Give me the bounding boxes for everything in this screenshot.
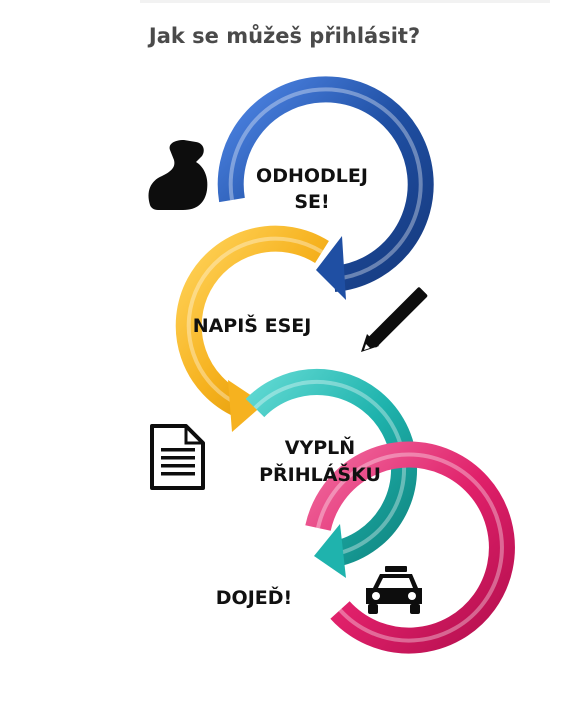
step-1-label-line-2: SE! xyxy=(294,191,329,213)
step-3-label-line-1: VYPLŇ xyxy=(285,436,355,459)
page-title: Jak se můžeš přihlásit? xyxy=(148,24,421,48)
taxi-icon xyxy=(366,566,422,614)
step-3-arrow xyxy=(245,368,418,578)
step-1-label-line-1: ODHODLEJ xyxy=(256,165,368,187)
top-divider xyxy=(140,0,550,3)
step-2-label: NAPIŠ ESEJ xyxy=(193,313,312,337)
step-3-label-line-2: PŘIHLÁŠKU xyxy=(259,462,381,486)
pencil-icon xyxy=(361,287,428,352)
document-icon xyxy=(150,424,205,490)
step-2-arrow xyxy=(175,225,329,432)
flexed-arm-icon xyxy=(148,140,208,210)
step-4-label: DOJEĎ! xyxy=(216,586,292,609)
step-4-arrow xyxy=(305,441,515,654)
step-1-arrow xyxy=(217,76,434,300)
